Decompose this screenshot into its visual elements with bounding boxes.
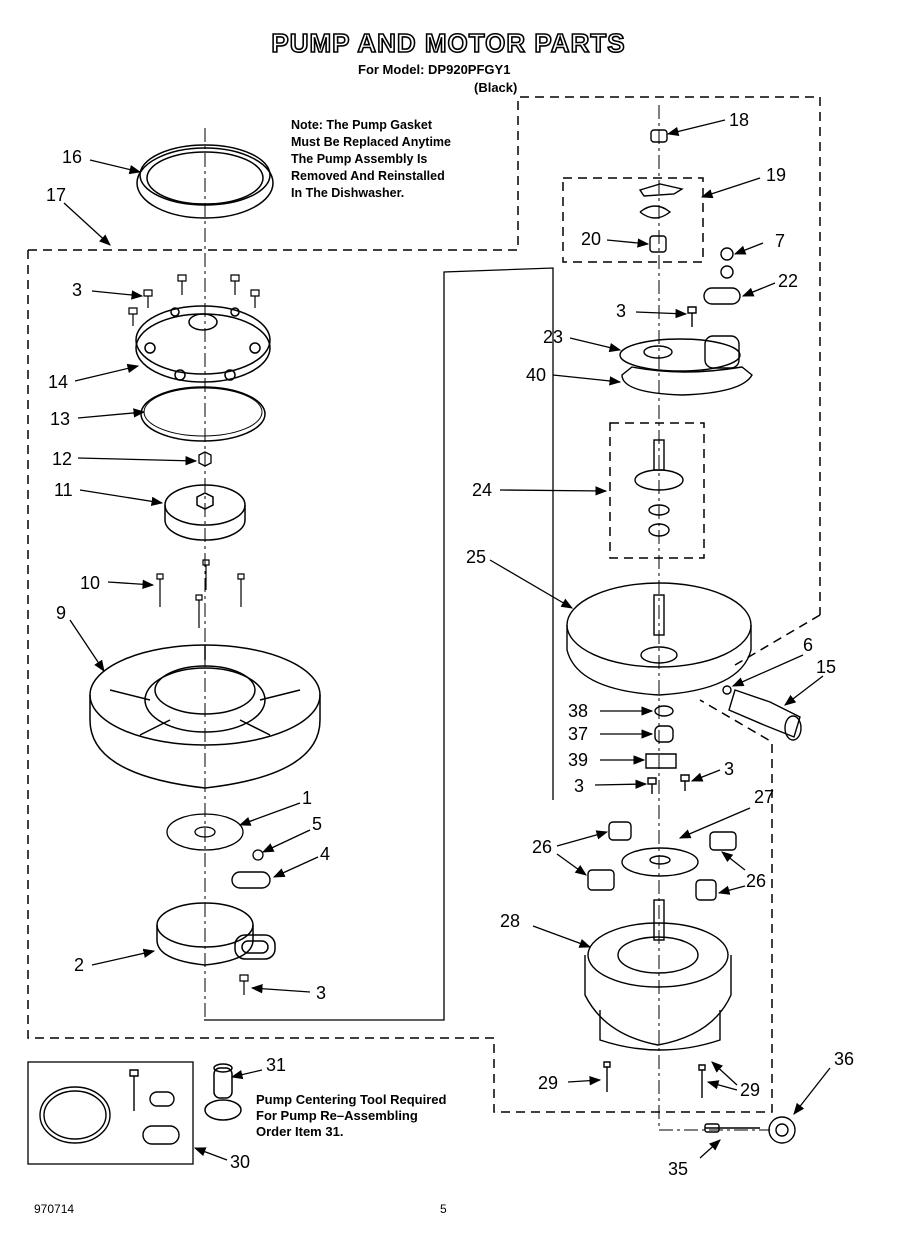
callout-30: 30 [230,1152,251,1172]
service-kit-items [39,1069,180,1145]
pump-centering-tool [204,1063,242,1121]
callout-28: 28 [500,911,521,931]
callout-15: 15 [816,657,837,677]
callout-2: 2 [74,955,85,975]
chopper-housing [156,902,276,966]
callout-31: 31 [266,1055,287,1075]
pump-gasket-ring [136,144,274,219]
pump-o-ring [140,386,266,442]
page-number: 5 [440,1202,447,1216]
callout-24: 24 [472,480,493,500]
callout-6: 6 [803,635,814,655]
impeller [164,484,246,541]
screw-icon [239,974,249,995]
callout-29: 29 [740,1080,761,1100]
note-line: In The Dishwasher. [291,186,405,200]
callout-26: 26 [746,871,767,891]
callout-7: 7 [775,231,786,251]
callout-3: 3 [724,759,735,779]
callout-1: 1 [302,788,313,808]
note-line: Must Be Replaced Anytime [291,135,451,149]
callout-25: 25 [466,547,487,567]
callout-36: 36 [834,1049,855,1069]
callout-11: 11 [54,480,73,500]
document-code: 970714 [34,1202,75,1216]
callout-4: 4 [320,844,331,864]
callout-12: 12 [52,449,73,469]
callout-3: 3 [72,280,83,300]
callout-27: 27 [754,787,775,807]
callout-3: 3 [574,776,585,796]
callout-13: 13 [50,409,71,429]
motor-group-outline [204,267,554,1021]
callout-18: 18 [729,110,750,130]
callout-35: 35 [668,1159,689,1179]
callout-23: 23 [543,327,564,347]
filter-screen [166,813,244,851]
color-line: (Black) [474,80,518,95]
callout-29: 29 [538,1073,559,1093]
drain-gasket [231,871,271,889]
leader-arrows [63,119,831,1161]
tool-note-line: Order Item 31. [256,1124,344,1139]
pump-assembly-outline [27,96,821,1165]
callout-22: 22 [778,271,799,291]
callout-3: 3 [316,983,327,1003]
callout-20: 20 [581,229,602,249]
callout-14: 14 [48,372,69,392]
screws-group [128,274,260,326]
tool-note-line: Pump Centering Tool Required [256,1092,447,1107]
center-axis [204,105,770,1131]
callout-40: 40 [526,365,547,385]
callout-38: 38 [568,701,589,721]
centering-tool-note: Pump Centering Tool Required For Pump Re… [256,1092,446,1140]
note-line: Removed And Reinstalled [291,169,445,183]
callout-9: 9 [56,603,67,623]
note-line: Note: The Pump Gasket [291,118,432,132]
pump-housing-cover [135,305,271,383]
callout-16: 16 [62,147,83,167]
callout-19: 19 [766,165,787,185]
bolts-group [156,559,245,628]
check-ball [252,849,264,861]
callout-39: 39 [568,750,589,770]
pump-gasket-note: Note: The Pump Gasket Must Be Replaced A… [291,117,451,202]
pump-housing-base [89,644,321,789]
note-line: The Pump Assembly Is [291,152,428,166]
tool-note-line: For Pump Re–Assembling [256,1108,418,1123]
callout-3: 3 [616,301,627,321]
callout-37: 37 [568,724,589,744]
callout-5: 5 [312,814,323,834]
right-assembly [566,129,802,1144]
callout-10: 10 [80,573,101,593]
model-line: For Model: DP920PFGY1 [358,62,511,77]
impeller-nut [198,451,212,467]
callout-26: 26 [532,837,553,857]
callout-17: 17 [46,185,67,205]
page-title: PUMP AND MOTOR PARTS [271,27,626,59]
